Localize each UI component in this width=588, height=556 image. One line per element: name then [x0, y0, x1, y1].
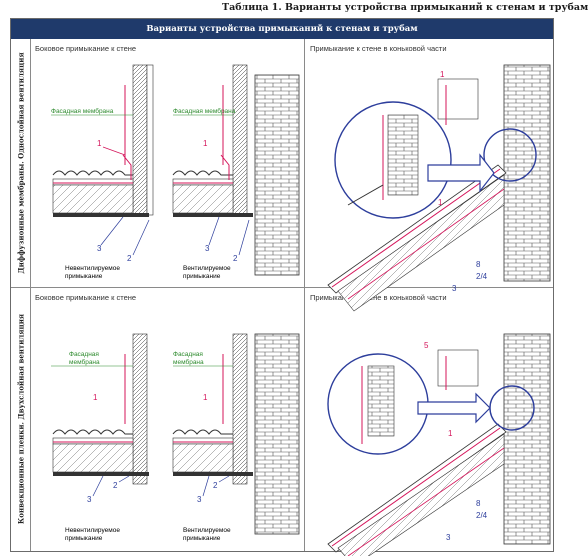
svg-text:3: 3 [87, 495, 92, 504]
svg-text:8: 8 [476, 260, 481, 269]
adjunction-table: Варианты устройства примыканий к стенам … [10, 18, 554, 556]
svg-text:1: 1 [438, 198, 443, 207]
drawing-b: 1 Фасадная мембрана 3 2 Вентилируемое пр… [172, 64, 253, 280]
svg-text:примыкание: примыкание [65, 535, 103, 542]
svg-text:2: 2 [113, 481, 118, 490]
svg-text:Фасадная: Фасадная [69, 351, 99, 358]
row-divider [11, 287, 553, 288]
svg-text:5: 5 [424, 341, 429, 350]
svg-text:1: 1 [97, 139, 102, 148]
svg-text:2: 2 [213, 481, 218, 490]
svg-text:3: 3 [97, 244, 102, 253]
row1-ridge-adjunction-drawing: 1 1 8 2/4 3 [308, 55, 552, 312]
svg-text:Фасадная мембрана: Фасадная мембрана [173, 107, 236, 115]
row1-left-title: Боковое примыкание к стене [35, 44, 137, 53]
svg-text:Фасадная: Фасадная [173, 351, 203, 358]
svg-text:1: 1 [448, 429, 453, 438]
table-caption: Таблица 1. Варианты устройства примыкани… [222, 2, 588, 13]
svg-text:2/4: 2/4 [476, 272, 488, 281]
drawing-a: 1 Фасадная мембрана 3 2 Невентилируемое … [51, 64, 154, 280]
svg-text:Вентилируемое: Вентилируемое [183, 265, 231, 272]
row-label-diffusion: Диффузионные мембраны. Однослойная венти… [11, 39, 31, 287]
svg-text:8: 8 [476, 499, 481, 508]
svg-text:1: 1 [440, 70, 445, 79]
row2-ridge-adjunction-drawing: 5 1 8 2/4 3 [308, 304, 552, 556]
svg-text:3: 3 [452, 284, 457, 293]
svg-text:Невентилируемое: Невентилируемое [65, 527, 120, 534]
svg-text:1: 1 [93, 393, 98, 402]
svg-text:Фасадная мембрана: Фасадная мембрана [51, 107, 114, 115]
svg-text:примыкание: примыкание [183, 535, 221, 542]
svg-text:2: 2 [233, 254, 238, 263]
svg-text:Невентилируемое: Невентилируемое [65, 265, 120, 272]
drawing-d: 1 Фасадная мембрана 2 3 Вентилируемое пр… [172, 333, 253, 542]
svg-text:Вентилируемое: Вентилируемое [183, 527, 231, 534]
row2-right-title: Примыкание к стене в коньковой части [310, 293, 447, 302]
svg-text:1: 1 [203, 393, 208, 402]
svg-text:мембрана: мембрана [173, 358, 204, 366]
row2-left-title: Боковое примыкание к стене [35, 293, 137, 302]
column-divider [304, 39, 305, 551]
svg-text:3: 3 [446, 533, 451, 542]
svg-text:3: 3 [205, 244, 210, 253]
svg-text:3: 3 [197, 495, 202, 504]
svg-text:2/4: 2/4 [476, 511, 488, 520]
svg-text:2: 2 [127, 254, 132, 263]
row1-side-adjunction-drawing: 1 Фасадная мембрана 3 2 Невентилируемое … [33, 55, 301, 283]
row2-side-adjunction-drawing: 1 Фасадная мембрана 2 3 Невентилируемое … [33, 304, 301, 548]
row1-right-title: Примыкание к стене в коньковой части [310, 44, 447, 53]
row-label-convection: Конвекционные пленки. Двухслойная вентил… [11, 287, 31, 551]
drawing-c: 1 Фасадная мембрана 2 3 Невентилируемое … [51, 333, 149, 542]
svg-text:примыкание: примыкание [65, 273, 103, 280]
svg-text:примыкание: примыкание [183, 273, 221, 280]
table-header: Варианты устройства примыканий к стенам … [11, 19, 553, 39]
svg-text:мембрана: мембрана [69, 358, 100, 366]
svg-text:1: 1 [203, 139, 208, 148]
